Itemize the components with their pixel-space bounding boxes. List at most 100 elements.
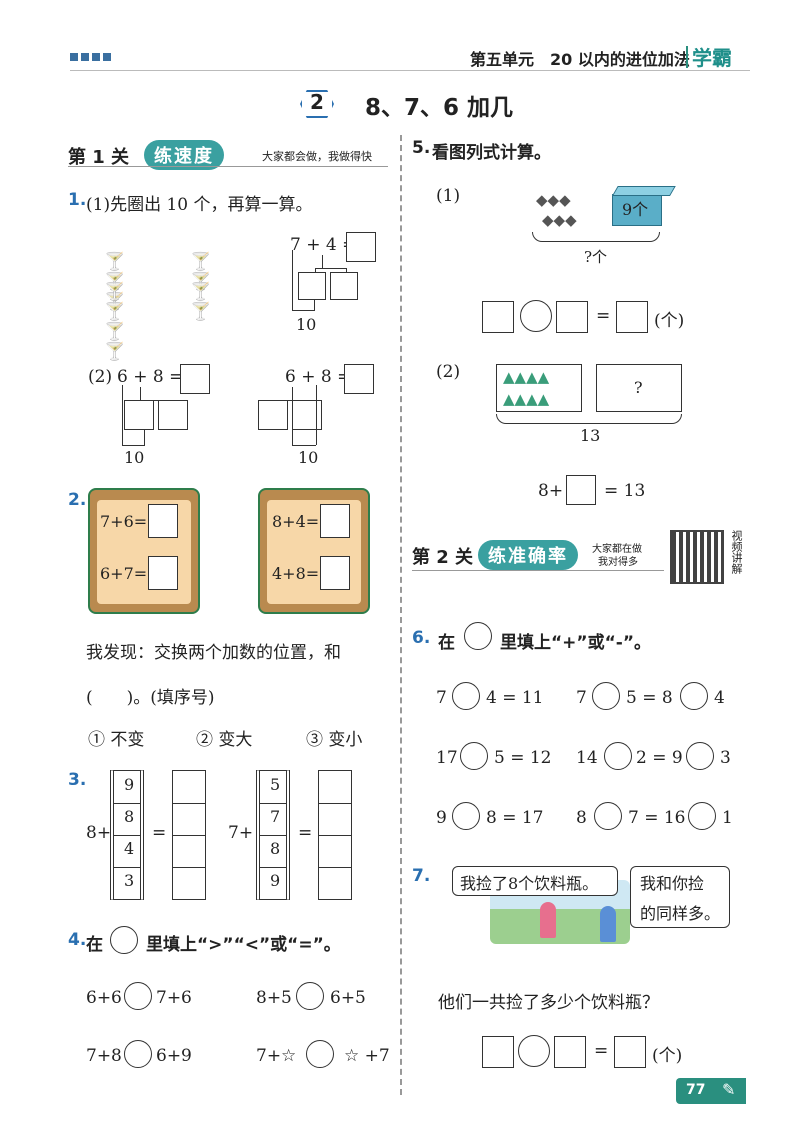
split-line xyxy=(346,268,347,274)
q4-compare-circle[interactable] xyxy=(124,1040,152,1068)
speech-bubble-2 xyxy=(630,866,730,928)
goblet-icon: 🍸🍸 xyxy=(190,252,212,292)
q6-op-circle[interactable] xyxy=(594,802,622,830)
stage2-note-2: 我对得多 xyxy=(598,557,638,568)
q6-r1-d: 5 = 8 xyxy=(626,688,673,708)
q1-split-box[interactable] xyxy=(330,272,358,300)
brace-2 xyxy=(496,414,682,424)
column-divider xyxy=(400,135,402,1095)
q4-compare-circle[interactable] xyxy=(124,982,152,1010)
q4-prompt-b: 里填上“>”“<”或“=”。 xyxy=(146,935,341,955)
q6-op-circle[interactable] xyxy=(452,682,480,710)
q1-split-box[interactable] xyxy=(298,272,326,300)
q6-op-circle[interactable] xyxy=(686,742,714,770)
diamond-icon: ◆◆◆ xyxy=(536,191,571,209)
q1-answer-box[interactable] xyxy=(344,364,374,394)
q2-finding-1: 我发现：交换两个加数的位置，和 xyxy=(86,643,341,663)
goblet-icon: 🍸🍸 xyxy=(190,282,212,322)
q4-compare-circle[interactable] xyxy=(296,982,324,1010)
split-line xyxy=(315,268,316,274)
q1-eq1: 7 + 4 = xyxy=(290,235,357,255)
q6-op-circle[interactable] xyxy=(688,802,716,830)
q6-prompt-b: 里填上“+”或“-”。 xyxy=(500,633,651,653)
speech-bubble-1 xyxy=(452,866,618,896)
q6-r1-e: 4 xyxy=(714,688,725,708)
q7-answer-box[interactable] xyxy=(554,1036,586,1068)
header-divider xyxy=(686,46,688,68)
q7-answer-box[interactable] xyxy=(482,1036,514,1068)
q5-answer-box[interactable] xyxy=(556,301,588,333)
q3-right-answers[interactable] xyxy=(318,770,352,900)
q4-r2-a: 7+8 xyxy=(86,1046,122,1066)
q1-eq3: 6 + 8 = xyxy=(285,367,352,387)
q1-eq2: 6 + 8 = xyxy=(117,367,184,387)
q1-answer-box[interactable] xyxy=(180,364,210,394)
q5-total: ?个 xyxy=(584,248,608,266)
q1-prompt: (1)先圈出 10 个，再算一算。 xyxy=(86,195,313,215)
q6-r3-a: 9 xyxy=(436,808,447,828)
unknown-q: ? xyxy=(634,378,643,397)
q5-eq: = xyxy=(596,306,611,326)
lesson-title: 8、7、6 加几 xyxy=(365,95,514,121)
diamonds-group: ◆◆◆ ◆◆◆ xyxy=(536,190,577,230)
card2-eq2: 4+8= xyxy=(272,564,320,583)
card1-eq1: 7+6= xyxy=(100,512,148,531)
q3-left-prefix: 8+ xyxy=(86,823,112,843)
q1-split-box[interactable] xyxy=(292,400,322,430)
q3-left-val: 8 xyxy=(124,807,135,826)
q6-r3-e: 1 xyxy=(722,808,733,828)
child-icon xyxy=(540,902,556,938)
bubble-1-text: 我捡了8个饮料瓶。 xyxy=(460,874,599,893)
q6-op-circle[interactable] xyxy=(604,742,632,770)
card-answer-box[interactable] xyxy=(148,504,178,538)
q7-op-circle[interactable] xyxy=(518,1035,550,1067)
q4-r1-b: 7+6 xyxy=(156,988,192,1008)
q1-split-box[interactable] xyxy=(124,400,154,430)
card-answer-box[interactable] xyxy=(148,556,178,590)
q3-left-answers[interactable] xyxy=(172,770,206,900)
q4-r2-d: ☆ +7 xyxy=(344,1046,390,1066)
q2-number: 2. xyxy=(68,490,87,510)
q5-answer-box[interactable] xyxy=(482,301,514,333)
q6-r2-b: 5 = 12 xyxy=(494,748,552,768)
card-answer-box[interactable] xyxy=(320,504,350,538)
gem-box-label: 9个 xyxy=(622,200,649,219)
q3-right-column: 5 7 8 9 xyxy=(256,770,290,900)
q5-number: 5. xyxy=(412,138,431,158)
q3-right-val: 7 xyxy=(270,807,281,826)
stage1-label: 第 1 关 xyxy=(68,147,130,168)
q1-answer-box[interactable] xyxy=(346,232,376,262)
ten-bracket xyxy=(292,310,314,311)
q3-right-val: 8 xyxy=(270,839,281,858)
unit-title: 第五单元 20 以内的进位加法 xyxy=(470,50,690,69)
q2-option-3: ③ 变小 xyxy=(306,730,363,750)
q6-op-circle[interactable] xyxy=(592,682,620,710)
q4-compare-circle[interactable] xyxy=(306,1040,334,1068)
brand-logo: 学霸 xyxy=(692,46,732,70)
q1-number: 1. xyxy=(68,190,87,210)
q2-finding-2: ( )。(填序号) xyxy=(86,688,215,708)
q5-eq2-b: = 13 xyxy=(604,481,646,501)
ten-bracket xyxy=(292,430,293,446)
q6-op-circle[interactable] xyxy=(460,742,488,770)
q1-split-box[interactable] xyxy=(158,400,188,430)
split-line xyxy=(315,268,347,269)
unknown-box xyxy=(596,364,682,412)
q1-split-box[interactable] xyxy=(258,400,288,430)
q6-r3-c: 8 xyxy=(576,808,587,828)
q3-eq-2: = xyxy=(298,823,313,843)
split-line xyxy=(322,255,323,269)
q5-op-circle[interactable] xyxy=(520,300,552,332)
card-answer-box[interactable] xyxy=(320,556,350,590)
q5-answer-box[interactable] xyxy=(616,301,648,333)
q7-question: 他们一共捡了多少个饮料瓶？ xyxy=(438,993,659,1013)
q7-answer-box[interactable] xyxy=(614,1036,646,1068)
q4-r1-a: 6+6 xyxy=(86,988,122,1008)
q6-r3-b: 8 = 17 xyxy=(486,808,544,828)
q6-op-circle[interactable] xyxy=(452,802,480,830)
q5-answer-box[interactable] xyxy=(566,475,596,505)
q6-op-circle[interactable] xyxy=(680,682,708,710)
qr-code-icon[interactable] xyxy=(670,530,724,584)
ten-bracket xyxy=(122,385,123,445)
q3-number: 3. xyxy=(68,770,87,790)
